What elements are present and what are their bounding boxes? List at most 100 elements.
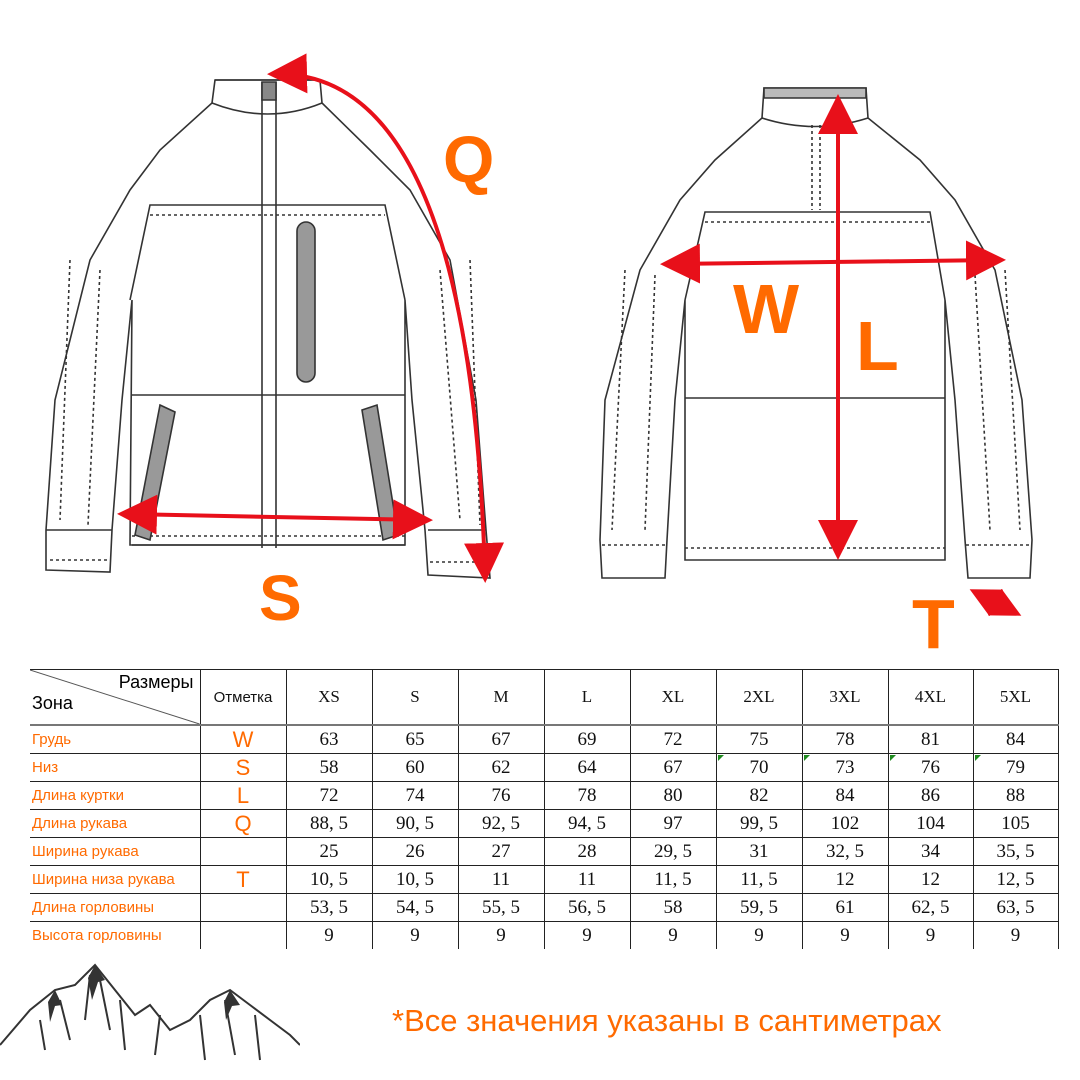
size-m: M: [457, 669, 545, 726]
size-value: 75: [749, 728, 769, 750]
size-value-cell: 11: [543, 865, 631, 894]
size-value: 61: [835, 896, 855, 918]
size-value-cell: 27: [457, 837, 545, 866]
size-value: 32, 5: [826, 840, 864, 862]
size-value: 9: [1010, 924, 1021, 946]
size-value: 84: [835, 784, 855, 806]
size-value-cell: 79: [972, 753, 1059, 782]
size-value-cell: 82: [715, 781, 803, 810]
mark-letter: [199, 837, 287, 866]
mark-letter: W: [199, 724, 287, 754]
size-value: 9: [582, 924, 592, 946]
size-value-cell: 78: [543, 781, 631, 810]
size-value-cell: 9: [715, 921, 803, 949]
size-value: 78: [577, 784, 597, 806]
size-value: 63: [319, 728, 339, 750]
back-jacket-drawing: [599, 87, 1033, 579]
size-value: 99, 5: [740, 812, 778, 834]
size-value-cell: 25: [285, 837, 373, 866]
size-3xl: 3XL: [801, 669, 889, 726]
size-value-cell: 56, 5: [543, 893, 631, 922]
size-value: 58: [663, 896, 683, 918]
size-value-cell: 12: [801, 865, 889, 894]
size-value: 105: [1001, 812, 1030, 834]
size-header-row: Размеры Зона Отметка XS S M L XL 2XL 3XL…: [30, 669, 1059, 726]
size-value-cell: 9: [801, 921, 889, 949]
size-value: 64: [577, 756, 597, 778]
size-2xl: 2XL: [715, 669, 803, 726]
size-value-cell: 64: [543, 753, 631, 782]
size-value: 12, 5: [996, 868, 1035, 890]
zone-label: Ширина низа рукава: [30, 865, 201, 894]
size-value: 76: [491, 784, 511, 806]
size-value: 9: [496, 924, 506, 946]
size-value: 53, 5: [310, 896, 348, 918]
size-value: 58: [319, 756, 339, 778]
size-value-cell: 9: [285, 921, 373, 949]
size-value-cell: 86: [887, 781, 974, 810]
size-value-cell: 80: [629, 781, 717, 810]
size-value-cell: 88, 5: [285, 809, 373, 838]
size-value: 72: [319, 784, 339, 806]
label-t: T: [912, 585, 955, 660]
zone-label: Длина рукава: [30, 809, 201, 838]
size-value: 9: [754, 924, 764, 946]
size-value: 80: [663, 784, 683, 806]
size-xs: XS: [285, 669, 373, 726]
size-value: 9: [410, 924, 420, 946]
size-value: 10, 5: [310, 868, 348, 890]
size-value: 31: [749, 840, 769, 862]
size-value: 9: [668, 924, 678, 946]
size-value-cell: 69: [543, 724, 631, 754]
size-value-cell: 58: [629, 893, 717, 922]
size-value: 27: [491, 840, 511, 862]
size-value-cell: 34: [887, 837, 974, 866]
size-value: 67: [663, 756, 683, 778]
size-value-cell: 35, 5: [972, 837, 1059, 866]
size-value-cell: 9: [457, 921, 545, 949]
size-value-cell: 62, 5: [887, 893, 974, 922]
size-value-cell: 58: [285, 753, 373, 782]
size-value-cell: 9: [371, 921, 459, 949]
size-value-cell: 29, 5: [629, 837, 717, 866]
mark-letter: S: [199, 753, 287, 782]
size-value-cell: 97: [629, 809, 717, 838]
size-value: 102: [830, 812, 860, 834]
size-value: 54, 5: [396, 896, 434, 918]
size-value-cell: 12: [887, 865, 974, 894]
size-value: 74: [405, 784, 425, 806]
size-value: 11, 5: [654, 868, 692, 890]
size-value-cell: 74: [371, 781, 459, 810]
size-value-cell: 72: [285, 781, 373, 810]
mark-letter: [199, 921, 287, 949]
size-value: 81: [921, 728, 940, 750]
size-value: 59, 5: [740, 896, 778, 918]
size-value: 82: [749, 784, 769, 806]
size-value-cell: 72: [629, 724, 717, 754]
size-value-cell: 90, 5: [371, 809, 459, 838]
size-value: 35, 5: [996, 840, 1035, 862]
size-value-cell: 60: [371, 753, 459, 782]
header-zone-label: Зона: [32, 693, 73, 713]
size-value-cell: 9: [629, 921, 717, 949]
size-value: 60: [405, 756, 425, 778]
size-value: 78: [835, 728, 855, 750]
size-value: 70: [749, 756, 769, 778]
size-value-cell: 81: [887, 724, 974, 754]
size-value-cell: 73: [801, 753, 889, 782]
size-value-cell: 63: [285, 724, 373, 754]
size-value: 69: [577, 728, 597, 750]
header-sizes-label: Размеры: [118, 672, 194, 692]
mark-letter: Q: [199, 809, 287, 838]
size-value: 11, 5: [740, 868, 778, 890]
size-value: 76: [921, 756, 940, 778]
size-value-cell: 92, 5: [457, 809, 545, 838]
jacket-illustration: Q S W L T: [45, 53, 1033, 660]
size-value-cell: 62: [457, 753, 545, 782]
zone-label: Длина куртки: [30, 781, 201, 810]
size-value-cell: 94, 5: [543, 809, 631, 838]
size-table: Размеры Зона Отметка XS S M L XL 2XL 3XL…: [30, 669, 1059, 949]
size-value-cell: 76: [457, 781, 545, 810]
